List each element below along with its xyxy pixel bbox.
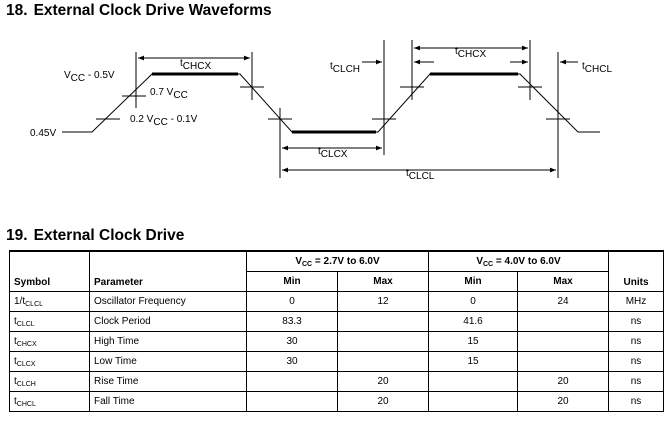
label-0.45v: 0.45V xyxy=(30,128,56,139)
cell-parameter: Low Time xyxy=(89,351,247,372)
cell-min-2 xyxy=(428,371,518,392)
cell-max-1 xyxy=(337,351,429,372)
section-18-number: 18. xyxy=(6,2,28,19)
table-row: tCLCH Rise Time 20 20 ns xyxy=(9,371,664,392)
label-0.7-vcc: 0.7 VCC xyxy=(150,87,188,101)
cell-max-1 xyxy=(337,311,429,332)
header-max-1: Max xyxy=(337,271,429,292)
cell-parameter: Oscillator Frequency xyxy=(89,291,247,312)
section-19-number: 19. xyxy=(6,227,28,244)
cell-max-1: 12 xyxy=(337,291,429,312)
header-max-2: Max xyxy=(517,271,609,292)
table-row: 1/tCLCL Oscillator Frequency 0 12 0 24 M… xyxy=(9,291,664,312)
cell-max-2: 20 xyxy=(517,371,609,392)
cell-max-1: 20 xyxy=(337,371,429,392)
cell-max-1: 20 xyxy=(337,391,429,412)
table-row: tCLCL Clock Period 83.3 41.6 ns xyxy=(9,311,664,332)
header-parameter: Parameter xyxy=(89,250,247,292)
cell-min-2: 15 xyxy=(428,351,518,372)
table-row: tCLCX Low Time 30 15 ns xyxy=(9,351,664,372)
table-row: tCHCL Fall Time 20 20 ns xyxy=(9,391,664,412)
cell-units: ns xyxy=(608,371,664,392)
header-symbol: Symbol xyxy=(9,250,90,292)
cell-max-2 xyxy=(517,351,609,372)
section-19-title: 19. External Clock Drive xyxy=(6,227,184,245)
header-min-2: Min xyxy=(428,271,518,292)
cell-parameter: Clock Period xyxy=(89,311,247,332)
cell-units: MHz xyxy=(608,291,664,312)
cell-symbol: tCLCL xyxy=(9,311,90,332)
cell-max-2: 20 xyxy=(517,391,609,412)
label-tclcx: tCLCX xyxy=(318,146,348,160)
cell-max-2 xyxy=(517,311,609,332)
label-tchcx-1: tCHCX xyxy=(180,58,211,72)
cell-units: ns xyxy=(608,391,664,412)
header-group-vcc-4.0-6.0: VCC = 4.0V to 6.0V xyxy=(428,250,609,272)
cell-max-2 xyxy=(517,331,609,352)
cell-symbol: 1/tCLCL xyxy=(9,291,90,312)
table-row: tCHCX High Time 30 15 ns xyxy=(9,331,664,352)
cell-min-2: 0 xyxy=(428,291,518,312)
header-group-vcc-2.7-6.0: VCC = 2.7V to 6.0V xyxy=(246,250,429,272)
cell-units: ns xyxy=(608,311,664,332)
cell-symbol: tCHCX xyxy=(9,331,90,352)
section-18-title: 18. External Clock Drive Waveforms xyxy=(6,2,272,20)
label-tchcl: tCHCL xyxy=(582,61,612,75)
label-vcc-minus-0.5v: VCC - 0.5V xyxy=(64,70,115,84)
cell-min-1: 83.3 xyxy=(246,311,338,332)
cell-min-1: 0 xyxy=(246,291,338,312)
cell-min-1 xyxy=(246,391,338,412)
cell-parameter: Fall Time xyxy=(89,391,247,412)
label-tchcx-2: tCHCX xyxy=(455,46,486,60)
cell-units: ns xyxy=(608,351,664,372)
cell-min-1 xyxy=(246,371,338,392)
cell-min-1: 30 xyxy=(246,351,338,372)
clock-waveform-diagram: VCC - 0.5V 0.7 VCC 0.2 VCC - 0.1V 0.45V … xyxy=(30,40,612,182)
cell-min-2: 41.6 xyxy=(428,311,518,332)
cell-parameter: Rise Time xyxy=(89,371,247,392)
table-body: 1/tCLCL Oscillator Frequency 0 12 0 24 M… xyxy=(9,291,664,412)
cell-min-2: 15 xyxy=(428,331,518,352)
cell-units: ns xyxy=(608,331,664,352)
header-units: Units xyxy=(608,250,664,292)
cell-max-2: 24 xyxy=(517,291,609,312)
cell-max-1 xyxy=(337,331,429,352)
cell-parameter: High Time xyxy=(89,331,247,352)
cell-symbol: tCLCX xyxy=(9,351,90,372)
cell-symbol: tCHCL xyxy=(9,391,90,412)
section-19-heading: External Clock Drive xyxy=(33,227,185,244)
header-min-1: Min xyxy=(246,271,338,292)
cell-min-2 xyxy=(428,391,518,412)
label-tclcl: tCLCL xyxy=(406,168,435,182)
label-0.2-vcc-minus-0.1v: 0.2 VCC - 0.1V xyxy=(130,114,198,128)
cell-symbol: tCLCH xyxy=(9,371,90,392)
external-clock-drive-table: Symbol Parameter VCC = 2.7V to 6.0V VCC … xyxy=(9,250,664,412)
label-tclch: tCLCH xyxy=(330,61,360,75)
cell-min-1: 30 xyxy=(246,331,338,352)
reference-lines xyxy=(135,40,559,178)
section-18-heading: External Clock Drive Waveforms xyxy=(33,2,272,19)
